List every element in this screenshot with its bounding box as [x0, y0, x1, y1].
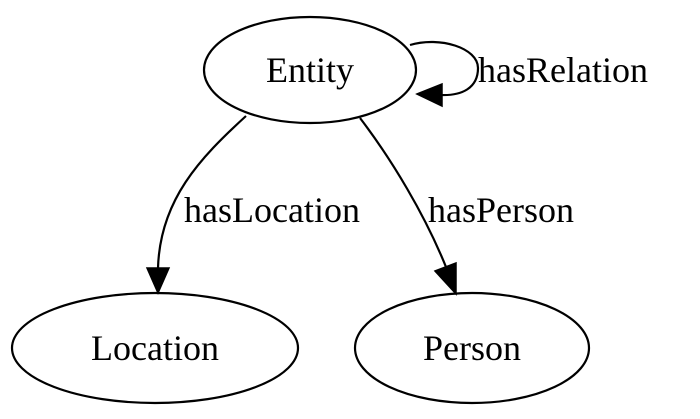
- edge-has-person[interactable]: hasPerson: [359, 117, 574, 296]
- node-person-label: Person: [423, 328, 521, 368]
- edge-has-person-arrowhead: [433, 261, 457, 296]
- node-location-label: Location: [91, 328, 219, 368]
- node-person[interactable]: Person: [353, 291, 591, 405]
- node-entity[interactable]: Entity: [202, 15, 418, 125]
- edge-has-location-label: hasLocation: [184, 190, 360, 230]
- edge-has-relation-arrowhead: [415, 82, 443, 108]
- edge-has-relation[interactable]: hasRelation: [409, 40, 648, 108]
- node-location[interactable]: Location: [10, 291, 300, 405]
- edge-has-person-line: [359, 117, 448, 268]
- edge-has-location-line: [156, 115, 247, 269]
- edge-has-location-arrowhead: [145, 267, 171, 295]
- edge-has-relation-line: [409, 40, 480, 97]
- node-location-shape: [10, 291, 300, 405]
- node-entity-shape: [202, 15, 418, 125]
- node-person-shape: [353, 291, 591, 405]
- edge-has-relation-label: hasRelation: [478, 50, 648, 90]
- edge-has-person-label: hasPerson: [428, 190, 574, 230]
- node-entity-label: Entity: [266, 50, 354, 90]
- edge-has-location[interactable]: hasLocation: [145, 115, 360, 295]
